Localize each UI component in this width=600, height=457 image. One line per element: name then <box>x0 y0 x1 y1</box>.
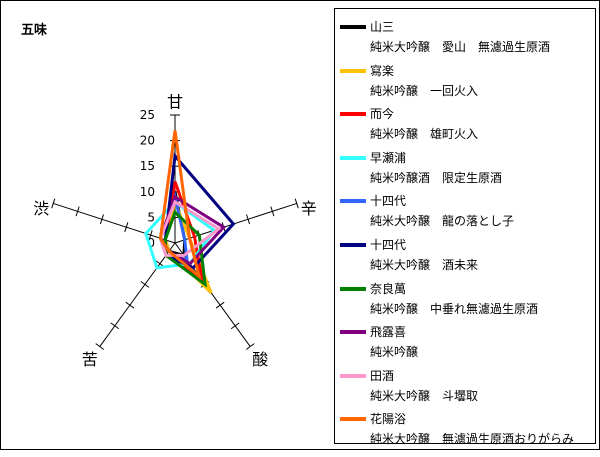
axis-tick <box>95 343 105 350</box>
legend-item: 十四代純米大吟醸 酒未来 <box>335 235 595 283</box>
legend-series-desc: 純米大吟醸 斗壜取 <box>370 388 479 403</box>
legend-item: 早瀬浦純米吟醸酒 限定生原酒 <box>335 148 595 196</box>
legend-swatch <box>340 112 366 117</box>
axis-tick <box>215 301 225 309</box>
legend-item: 山三純米大吟醸 愛山 無濾過生原酒 <box>335 17 595 65</box>
legend-series-name: 花陽浴 <box>370 412 407 427</box>
legend-swatch <box>340 330 366 335</box>
legend-series-desc: 純米大吟醸 酒未来 <box>370 258 479 272</box>
legend: 山三純米大吟醸 愛山 無濾過生原酒寫楽純米吟醸 一回火入而今純米吟醸 雄町火入早… <box>334 8 596 446</box>
tick-label: 25 <box>140 108 155 122</box>
axis-tick <box>51 198 56 209</box>
legend-item: 飛露喜純米吟醸 <box>335 322 595 370</box>
axis-label-4: 渋 <box>33 199 49 218</box>
axis-tick <box>140 281 150 288</box>
legend-item: 田酒純米大吟醸 斗壜取 <box>335 366 595 414</box>
legend-swatch <box>340 199 366 204</box>
legend-swatch <box>340 25 366 29</box>
tick-label: 15 <box>140 159 155 173</box>
axis-label-3: 苦 <box>82 350 98 369</box>
axis-tick <box>148 230 153 240</box>
axis-line-3 <box>99 242 176 347</box>
legend-series-name: 十四代 <box>370 194 407 209</box>
axis-tick <box>124 222 129 233</box>
tick-label: 10 <box>140 185 155 199</box>
legend-series-name: 早瀬浦 <box>370 150 407 165</box>
axis-tick <box>230 322 240 330</box>
legend-series-desc: 純米吟醸 雄町火入 <box>370 127 479 142</box>
legend-swatch <box>340 155 366 160</box>
legend-swatch <box>340 417 366 422</box>
legend-item: 花陽浴純米大吟醸 無濾過生原酒おりがらみ <box>335 409 595 457</box>
legend-series-name: 十四代 <box>370 238 407 252</box>
axis-tick <box>125 301 135 309</box>
legend-series-desc: 純米大吟醸 龍の落とし子 <box>370 214 515 229</box>
legend-series-name: 而今 <box>370 107 395 122</box>
legend-item: 寫楽純米吟醸 一回火入 <box>335 61 595 109</box>
legend-series-name: 飛露喜 <box>370 325 407 340</box>
tick-label: 5 <box>147 210 155 224</box>
series-polygon-9 <box>158 130 202 281</box>
chart-title: 五味 <box>21 23 48 38</box>
legend-series-desc: 純米吟醸 一回火入 <box>370 83 479 98</box>
axis-tick <box>270 206 275 217</box>
legend-series-desc: 純米吟醸 中垂れ無濾過生原酒 <box>370 301 539 316</box>
series-polygon-3 <box>144 200 217 270</box>
axis-tick <box>294 198 299 209</box>
legend-series-desc: 純米大吟醸 無濾過生原酒おりがらみ <box>370 432 575 447</box>
legend-swatch <box>340 286 366 291</box>
legend-series-desc: 純米吟醸 <box>370 345 419 360</box>
legend-swatch <box>340 68 366 73</box>
series-polygon-6 <box>163 209 207 288</box>
axis-tick <box>245 343 255 350</box>
tick-label: 20 <box>140 134 155 148</box>
legend-series-name: 田酒 <box>370 368 395 383</box>
legend-swatch <box>340 373 366 378</box>
legend-series-name: 奈良萬 <box>370 281 407 296</box>
legend-swatch <box>340 243 366 247</box>
legend-series-desc: 純米大吟醸 愛山 無濾過生原酒 <box>370 40 551 54</box>
legend-series-desc: 純米吟醸酒 限定生原酒 <box>370 170 503 185</box>
axis-label-2: 酸 <box>252 350 268 369</box>
legend-item: 而今純米吟醸 雄町火入 <box>335 104 595 152</box>
legend-item: 奈良萬純米吟醸 中垂れ無濾過生原酒 <box>335 279 595 327</box>
axis-label-1: 辛 <box>301 199 317 218</box>
axis-tick <box>110 322 120 330</box>
axis-tick <box>75 206 80 217</box>
legend-series-name: 山三 <box>370 20 395 34</box>
legend-item: 十四代純米大吟醸 龍の落とし子 <box>335 191 595 239</box>
axis-label-0: 甘 <box>167 93 183 112</box>
legend-series-name: 寫楽 <box>370 63 395 78</box>
axis-line-4 <box>53 202 176 244</box>
tick-label: 0 <box>147 236 155 250</box>
axis-tick <box>246 214 251 225</box>
radar-plot: 0 5 10 15 20 25 甘辛酸 苦 渋 <box>33 93 317 370</box>
axis-tick <box>99 214 104 225</box>
